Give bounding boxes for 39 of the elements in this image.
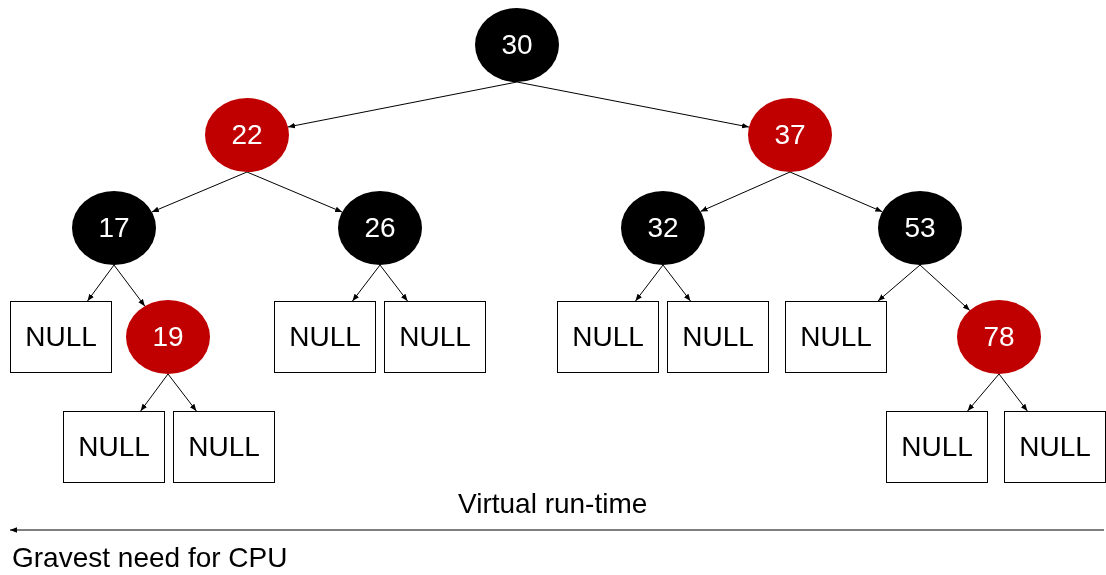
arrow: [151, 171, 248, 213]
arrow: [662, 264, 691, 302]
arrow: [140, 373, 169, 412]
axis-label: Gravest need for CPU: [12, 542, 288, 574]
null-leaf-box: NULL: [10, 301, 112, 373]
arrow: [998, 373, 1028, 412]
arrow: [877, 264, 921, 302]
axis-label: Virtual run-time: [458, 488, 648, 520]
null-leaf-box: NULL: [274, 301, 376, 373]
arrow: [379, 264, 408, 302]
arrow: [352, 264, 381, 302]
null-leaf-box: NULL: [173, 411, 275, 483]
tree-node-ellipse: 32: [621, 191, 705, 265]
arrow: [246, 171, 343, 213]
null-leaf-box: NULL: [384, 301, 486, 373]
tree-node-ellipse: 22: [205, 98, 289, 172]
tree-node-ellipse: 37: [748, 98, 832, 172]
arrow: [919, 264, 971, 311]
null-leaf-box: NULL: [785, 301, 887, 373]
arrow: [516, 81, 750, 129]
tree-node-ellipse: 26: [338, 191, 422, 265]
arrow: [700, 171, 791, 212]
arrow: [789, 171, 883, 213]
arrow: [113, 264, 146, 307]
arrow: [87, 264, 115, 302]
arrow: [287, 81, 518, 129]
tree-node-ellipse: 30: [475, 8, 559, 82]
null-leaf-box: NULL: [886, 411, 988, 483]
tree-node-ellipse: 17: [72, 191, 156, 265]
null-leaf-box: NULL: [557, 301, 659, 373]
arrow: [967, 373, 1000, 412]
arrow: [167, 373, 197, 412]
tree-node-ellipse: 19: [126, 300, 210, 374]
arrow: [635, 264, 664, 302]
null-leaf-box: NULL: [1004, 411, 1106, 483]
null-leaf-box: NULL: [667, 301, 769, 373]
tree-node-ellipse: 53: [878, 191, 962, 265]
null-leaf-box: NULL: [63, 411, 165, 483]
tree-node-ellipse: 78: [957, 300, 1041, 374]
